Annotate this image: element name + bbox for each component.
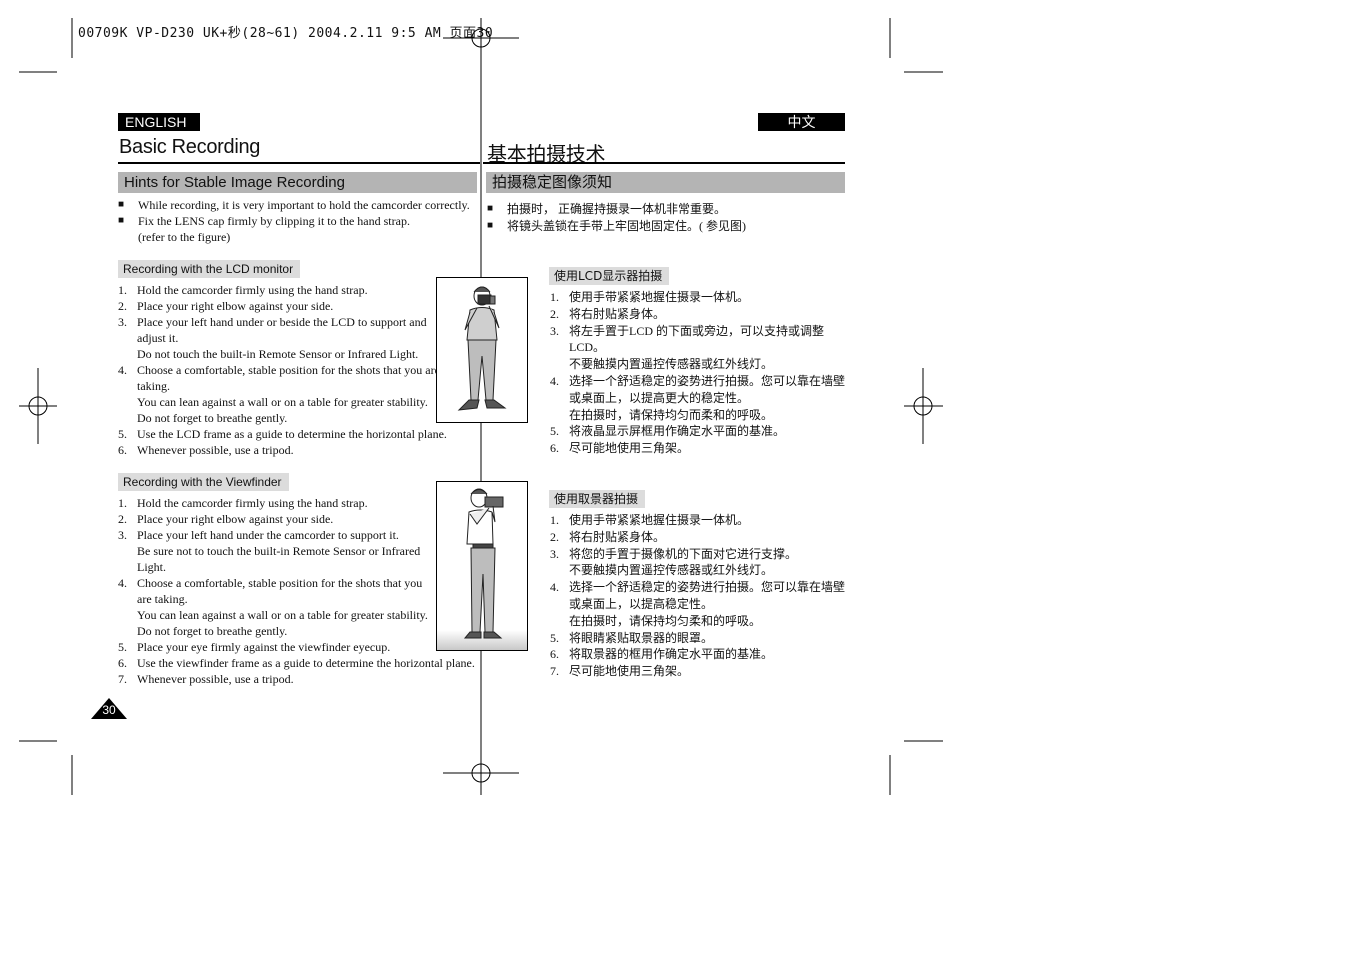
list-item: 6.将取景器的框用作确定水平面的基准。	[550, 647, 774, 662]
page-title-english: Basic Recording	[119, 136, 261, 158]
list-item: 2.将右肘贴紧身体。	[550, 529, 666, 544]
subheading-viewfinder-english: Recording with the Viewfinder	[118, 473, 289, 491]
list-item: 6.Whenever possible, use a tripod.	[118, 443, 294, 457]
bullet-square-icon: ■	[487, 203, 494, 214]
subheading-viewfinder-chinese: 使用取景器拍摄	[549, 490, 646, 508]
list-item: 2.Place your right elbow against your si…	[118, 512, 334, 526]
language-tag-chinese: 中文	[758, 113, 845, 131]
intro-list-chinese: ■拍摄时， 正确握持摄录一体机非常重要。 ■将镜头盖锁在手带上牢固地固定住。( …	[487, 201, 847, 235]
language-tag-english: ENGLISH	[118, 113, 200, 131]
bullet-square-icon: ■	[118, 199, 125, 210]
list-item: 1.Hold the camcorder firmly using the ha…	[118, 496, 368, 510]
list-item: 5.将液晶显示屏框用作确定水平面的基准。	[550, 424, 786, 439]
list-item: ■Fix the LENS cap firmly by clipping it …	[118, 214, 410, 244]
list-item: 6.尽可能地使用三角架。	[550, 441, 690, 456]
viewfinder-figure	[436, 481, 528, 651]
list-item: 1.使用手带紧紧地握住摄录一体机。	[550, 513, 750, 527]
list-item: 4.Choose a comfortable, stable position …	[118, 363, 440, 425]
list-item: 4.选择一个舒适稳定的姿势进行拍摄。您可以靠在墙壁或桌面上，以提高稳定性。在拍摄…	[550, 580, 846, 628]
list-item: 1.Hold the camcorder firmly using the ha…	[118, 283, 368, 297]
list-item: 2.Place your right elbow against your si…	[118, 299, 334, 313]
list-item: 3.将您的手置于摄像机的下面对它进行支撑。不要触摸内置遥控传感器或红外线灯。	[550, 546, 798, 578]
person-holding-camcorder-lcd-illustration	[457, 286, 507, 411]
list-item: 7.尽可能地使用三角架。	[550, 664, 690, 679]
viewfinder-steps-chinese: 1.使用手带紧紧地握住摄录一体机。 2.将右肘贴紧身体。 3.将您的手置于摄像机…	[550, 512, 845, 680]
list-item: 3.Place your left hand under or beside t…	[118, 315, 427, 361]
viewfinder-steps-english: 1.Hold the camcorder firmly using the ha…	[118, 495, 475, 687]
subheading-lcd-chinese: 使用LCD显示器拍摄	[549, 267, 670, 285]
section-heading-chinese: 拍摄稳定图像须知	[486, 172, 845, 193]
list-item: ■将镜头盖锁在手带上牢固地固定住。( 参见图)	[487, 218, 746, 233]
print-header: 00709K VP-D230 UK+秒(28~61) 2004.2.11 9:5…	[78, 26, 494, 41]
page-number: 30	[102, 703, 116, 717]
person-using-viewfinder-illustration	[437, 488, 527, 650]
subheading-lcd-english: Recording with the LCD monitor	[118, 260, 301, 278]
bullet-square-icon: ■	[487, 219, 494, 231]
list-item: 6.Use the viewfinder frame as a guide to…	[118, 656, 475, 670]
list-item: 3.Place your left hand under the camcord…	[118, 528, 421, 574]
list-item: ■拍摄时， 正确握持摄录一体机非常重要。	[487, 202, 727, 216]
title-rule-english	[118, 162, 480, 164]
section-heading-english: Hints for Stable Image Recording	[118, 172, 477, 193]
lcd-steps-chinese: 1.使用手带紧紧地握住摄录一体机。 2.将右肘贴紧身体。 3.将左手置于LCD …	[550, 289, 845, 457]
list-item: 5.Place your eye firmly against the view…	[118, 640, 391, 654]
list-item: 1.使用手带紧紧地握住摄录一体机。	[550, 290, 750, 304]
list-item: 5.将眼睛紧贴取景器的眼罩。	[550, 630, 714, 645]
intro-list-english: ■While recording, it is very important t…	[118, 197, 478, 245]
list-item: 2.将右肘贴紧身体。	[550, 306, 666, 321]
page-number-marker	[91, 698, 127, 719]
list-item: 4.选择一个舒适稳定的姿势进行拍摄。您可以靠在墙壁或桌面上，以提高更大的稳定性。…	[550, 373, 846, 422]
list-item: 7.Whenever possible, use a tripod.	[118, 672, 294, 686]
list-item: 5.Use the LCD frame as a guide to determ…	[118, 427, 447, 441]
lcd-figure	[436, 277, 528, 423]
bullet-square-icon: ■	[118, 215, 125, 226]
title-rule-chinese	[483, 162, 845, 164]
list-item: ■While recording, it is very important t…	[118, 198, 470, 212]
lcd-steps-english: 1.Hold the camcorder firmly using the ha…	[118, 282, 448, 458]
list-item: 4.Choose a comfortable, stable position …	[118, 576, 428, 638]
